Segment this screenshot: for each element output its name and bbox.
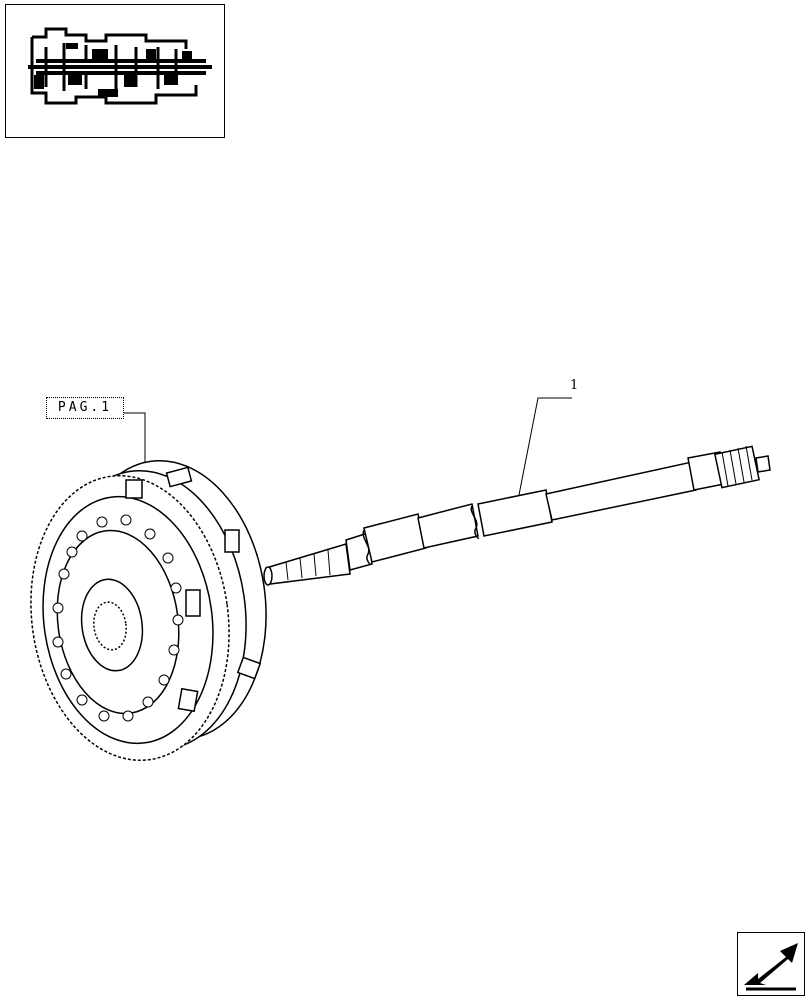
next-page-arrow-icon — [744, 943, 798, 991]
thumbnail-frame — [5, 4, 225, 138]
pag-leader-line — [124, 412, 146, 470]
clutch-assembly — [30, 459, 267, 762]
callout-label-1: 1 — [570, 378, 579, 393]
transmission-section-icon — [28, 27, 212, 105]
callout-1-leader — [517, 397, 572, 501]
pto-shaft — [263, 445, 771, 586]
reference-box-pag1: PAG.1 — [46, 397, 124, 419]
next-page-button[interactable] — [737, 932, 805, 996]
